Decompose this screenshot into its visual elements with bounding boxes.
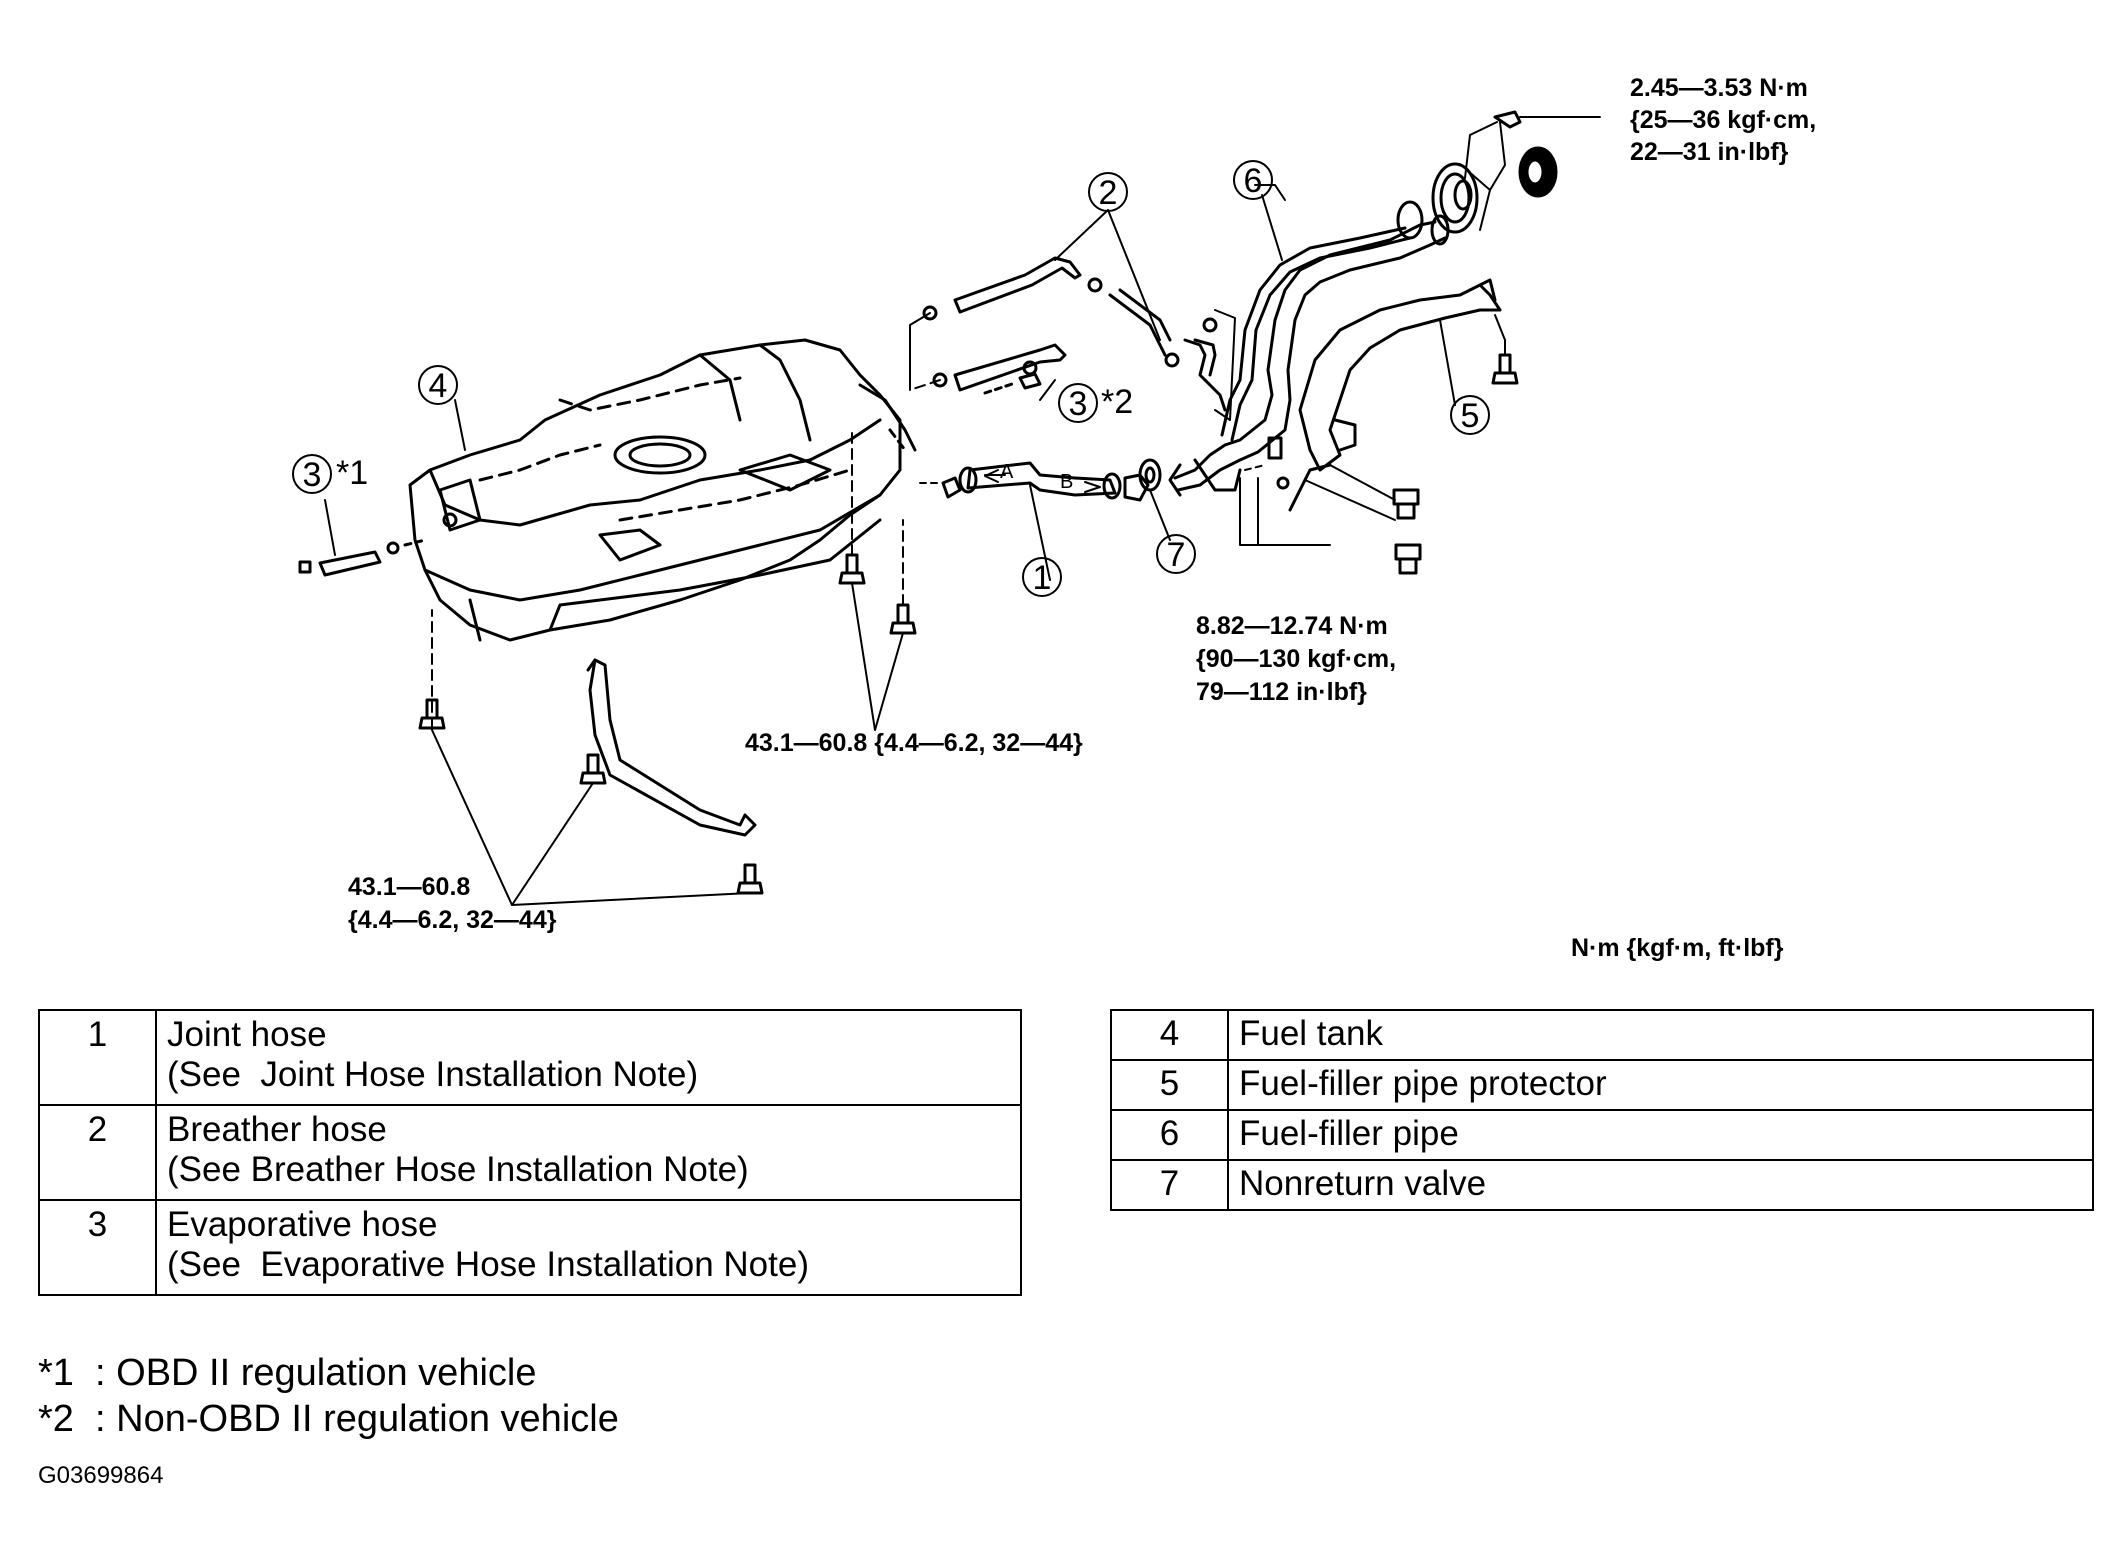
filler-neck [1431, 162, 1491, 234]
part-note: (See Evaporative Hose Installation Note) [167, 1245, 809, 1284]
part-description: Evaporative hose(See Evaporative Hose In… [155, 1199, 1022, 1296]
nonreturn-valve [1138, 458, 1171, 541]
callout-3-obd-note: *1 [336, 454, 368, 492]
part-name: Fuel tank [1227, 1009, 2094, 1061]
callout-5: 5 [1461, 397, 1480, 435]
torque-protector-line3: 79—112 in·lbf} [1196, 678, 1367, 706]
tank-bolt-leaders [431, 429, 904, 906]
callout-4: 4 [429, 367, 448, 405]
part-name: Breather hose [167, 1110, 387, 1149]
part-name: Fuel-filler pipe [1227, 1109, 2094, 1161]
footnote-2: *2 : Non-OBD II regulation vehicle [38, 1398, 619, 1440]
arrow-label-b: B [1060, 471, 1073, 493]
protector-torque-leaders [1239, 477, 1331, 546]
part-note: (See Breather Hose Installation Note) [167, 1150, 749, 1189]
part-name: Fuel-filler pipe protector [1227, 1059, 2094, 1111]
torque-filler-screw-line1: 2.45—3.53 N·m [1630, 74, 1808, 102]
callout-6: 6 [1244, 162, 1263, 200]
evaporative-hose-obd [298, 499, 427, 577]
torque-tank-bolts-center: 43.1—60.8 {4.4—6.2, 32—44} [745, 729, 1083, 757]
part-note: (See Joint Hose Installation Note) [167, 1055, 699, 1094]
torque-tank-left-line1: 43.1—60.8 [348, 873, 470, 901]
part-name: Nonreturn valve [1227, 1159, 2094, 1211]
filler-screw [1464, 110, 1601, 191]
torque-filler-screw: 2.45—3.53 N·m {25—36 kgf·cm, 22—31 in·lb… [1630, 74, 1816, 166]
torque-tank-bolts-left: 43.1—60.8 {4.4—6.2, 32—44} [348, 873, 557, 934]
part-number: 1 [38, 1009, 157, 1106]
part-number: 3 [38, 1199, 157, 1296]
part-name: Evaporative hose [167, 1205, 438, 1244]
joint-hose [919, 461, 1150, 581]
callout-2: 2 [1099, 174, 1118, 212]
evaporative-hose-non-obd [909, 343, 1067, 395]
callout-3-obd: 3 [303, 456, 322, 494]
breather-hose [909, 256, 1236, 421]
arrow-label-a: A [1000, 461, 1014, 483]
part-number: 5 [1110, 1059, 1229, 1111]
protector-bolts [1244, 314, 1519, 575]
part-number: 6 [1110, 1109, 1229, 1161]
callout-1: 1 [1033, 559, 1052, 597]
part-number: 4 [1110, 1009, 1229, 1061]
callout-leaders [454, 194, 1456, 451]
fuel-tank [408, 338, 917, 642]
callout-circles [292, 160, 1490, 597]
tank-strap [586, 658, 757, 837]
exploded-view-diagram: 1 2 3 *1 3 *2 4 5 6 7 A B 2.45—3.53 N·m … [292, 74, 1816, 934]
torque-protector-bolts: 8.82—12.74 N·m {90—130 kgf·cm, 79—112 in… [1196, 612, 1396, 706]
fuel-filler-pipe [1168, 184, 1450, 497]
figure-id: G03699864 [38, 1462, 164, 1489]
torque-protector-line2: {90—130 kgf·cm, [1196, 645, 1396, 673]
footnote-1: *1 : OBD II regulation vehicle [38, 1352, 537, 1394]
torque-protector-line1: 8.82—12.74 N·m [1196, 612, 1388, 640]
callout-3-non-obd: 3 [1069, 385, 1088, 423]
torque-tank-left-line2: {4.4—6.2, 32—44} [348, 906, 557, 934]
fuel-filler-cap [1518, 146, 1558, 198]
part-description: Breather hose(See Breather Hose Installa… [155, 1104, 1022, 1201]
torque-filler-screw-line3: 22—31 in·lbf} [1630, 138, 1789, 166]
tank-bolts [418, 553, 917, 895]
units-legend: N·m {kgf·m, ft·lbf} [1571, 934, 1784, 962]
callout-3-non-obd-note: *2 [1101, 383, 1133, 421]
part-number: 7 [1110, 1159, 1229, 1211]
part-number: 2 [38, 1104, 157, 1201]
callout-7: 7 [1167, 536, 1186, 574]
part-name: Joint hose [167, 1015, 327, 1054]
part-description: Joint hose(See Joint Hose Installation N… [155, 1009, 1022, 1106]
torque-filler-screw-line2: {25—36 kgf·cm, [1630, 106, 1816, 134]
footnotes: *1 : OBD II regulation vehicle *2 : Non-… [38, 1350, 619, 1442]
fuel-filler-pipe-protector [1288, 278, 1502, 512]
